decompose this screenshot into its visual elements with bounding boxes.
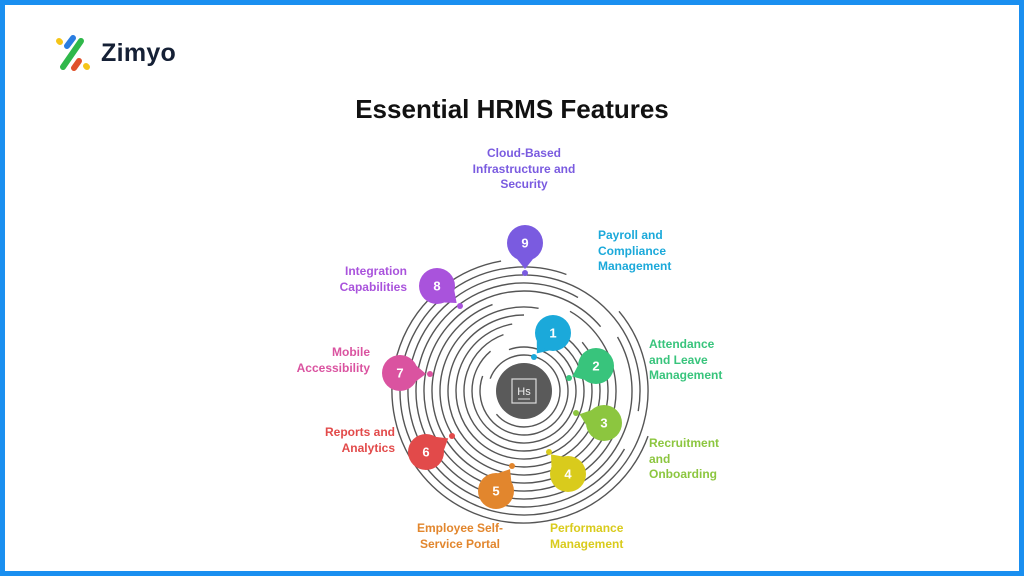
ring-arc xyxy=(489,354,561,428)
feature-dot-2 xyxy=(566,375,572,381)
feature-dot-3 xyxy=(573,410,579,416)
feature-number: 3 xyxy=(600,416,607,431)
feature-dot-8 xyxy=(457,303,463,309)
ring-arc xyxy=(455,323,593,460)
feature-bubble-3[interactable]: 3 xyxy=(579,405,622,441)
feature-bubble-6[interactable]: 6 xyxy=(408,434,449,470)
feature-dot-4 xyxy=(546,449,552,455)
feature-number: 6 xyxy=(422,445,429,460)
label-feature-3: Recruitment and Onboarding xyxy=(649,436,720,481)
svg-text:Hs: Hs xyxy=(517,386,531,398)
feature-bubble-2[interactable]: 2 xyxy=(572,348,614,384)
ring-arc xyxy=(431,303,617,484)
feature-bubble-1[interactable]: 1 xyxy=(535,315,571,354)
label-feature-4: Performance Management xyxy=(550,521,624,551)
page-frame xyxy=(5,5,1019,571)
feature-number: 1 xyxy=(549,326,556,341)
feature-number: 4 xyxy=(564,467,572,482)
ring-arc xyxy=(407,274,641,508)
feature-dot-7 xyxy=(427,371,433,377)
feature-number: 5 xyxy=(492,484,499,499)
ring-arc xyxy=(391,260,649,524)
feature-dot-9 xyxy=(522,270,528,276)
feature-bubble-8[interactable]: 8 xyxy=(419,268,457,304)
label-feature-9: Cloud-Based Infrastructure and Security xyxy=(472,146,576,191)
feature-number: 8 xyxy=(433,279,440,294)
feature-number: 2 xyxy=(592,359,599,374)
feature-dot-5 xyxy=(509,463,515,469)
center-hub xyxy=(496,363,552,419)
ring-arc xyxy=(479,346,569,436)
hs-icon: Hs xyxy=(511,378,537,404)
label-feature-2: Attendance and Leave Management xyxy=(649,337,723,382)
feature-bubble-7[interactable]: 7 xyxy=(382,355,426,391)
label-feature-5: Employee Self-Service Portal xyxy=(416,521,504,551)
feature-number: 9 xyxy=(521,236,528,251)
brand-logo: Zimyo xyxy=(55,33,176,73)
brand-name: Zimyo xyxy=(101,38,177,67)
ring-arc xyxy=(471,341,577,444)
ring-arc xyxy=(399,266,649,516)
label-feature-1: Payroll and Compliance Management xyxy=(598,228,672,273)
feature-dot-6 xyxy=(449,433,455,439)
feature-bubble-9[interactable]: 9 xyxy=(507,225,543,269)
feature-bubble-5[interactable]: 5 xyxy=(478,469,514,509)
page-title: Essential HRMS Features xyxy=(355,94,669,124)
label-feature-8: Integration Capabilities xyxy=(339,264,407,294)
feature-number: 7 xyxy=(396,366,403,381)
zimyo-logo-icon xyxy=(56,35,90,71)
ring-arc xyxy=(415,282,633,500)
feature-bubble-4[interactable]: 4 xyxy=(550,454,586,492)
label-feature-7: Mobile Accessibility xyxy=(296,345,370,375)
label-feature-6: Reports and Analytics xyxy=(324,425,395,455)
ring-arc xyxy=(447,314,601,468)
feature-dot-1 xyxy=(531,354,537,360)
